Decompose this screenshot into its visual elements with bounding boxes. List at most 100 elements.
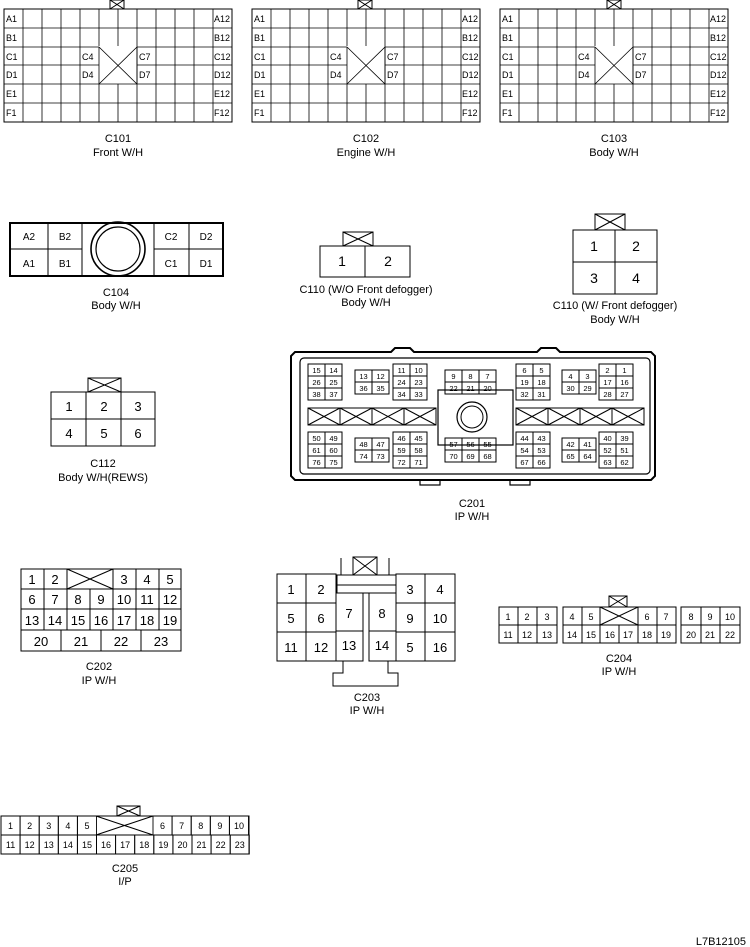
pin-18: 18 bbox=[537, 378, 545, 387]
pin-d7: D7 bbox=[635, 70, 647, 80]
pin-3: 3 bbox=[134, 399, 141, 414]
connector-id-c101: C101 bbox=[105, 133, 131, 145]
pin-d7: D7 bbox=[387, 70, 399, 80]
pin-74: 74 bbox=[359, 452, 367, 461]
pin-12: 12 bbox=[25, 840, 35, 850]
pin-c4: C4 bbox=[82, 52, 94, 62]
pin-2: 2 bbox=[524, 612, 529, 622]
pin-3: 3 bbox=[544, 612, 549, 622]
pin-6: 6 bbox=[134, 426, 141, 441]
pin-1: 1 bbox=[505, 612, 510, 622]
pin-1: 1 bbox=[338, 253, 346, 269]
pin-62: 62 bbox=[620, 458, 628, 467]
pin-49: 49 bbox=[329, 434, 337, 443]
pin-8: 8 bbox=[74, 592, 81, 607]
c201-pin-cell bbox=[532, 387, 551, 401]
c201-pin-cell bbox=[371, 449, 390, 463]
pin-29: 29 bbox=[583, 384, 591, 393]
pin-2: 2 bbox=[384, 253, 392, 269]
pin-8: 8 bbox=[688, 612, 693, 622]
pin-f12: F12 bbox=[710, 108, 726, 118]
pin-46: 46 bbox=[397, 434, 405, 443]
pin-23: 23 bbox=[154, 634, 168, 649]
pin-3: 3 bbox=[590, 270, 598, 286]
pin-d1: D1 bbox=[502, 70, 514, 80]
c201-pin-cell bbox=[615, 387, 634, 401]
pin-6: 6 bbox=[28, 592, 35, 607]
pin-21: 21 bbox=[74, 634, 88, 649]
pin-6: 6 bbox=[160, 821, 165, 831]
pin-16: 16 bbox=[605, 630, 615, 640]
pin-19: 19 bbox=[520, 378, 528, 387]
pin-66: 66 bbox=[537, 458, 545, 467]
pin-e1: E1 bbox=[502, 89, 513, 99]
pin-1: 1 bbox=[28, 572, 35, 587]
c201-pin-cell bbox=[615, 455, 634, 469]
pin-72: 72 bbox=[397, 458, 405, 467]
connector-id-c110-without-defogger: C110 (W/O Front defogger) bbox=[299, 284, 432, 296]
pin-39: 39 bbox=[620, 434, 628, 443]
connector-c103 bbox=[499, 0, 729, 123]
pin-2: 2 bbox=[27, 821, 32, 831]
pin-60: 60 bbox=[329, 446, 337, 455]
pin-1: 1 bbox=[287, 582, 294, 597]
pin-70: 70 bbox=[449, 452, 457, 461]
pin-4: 4 bbox=[143, 572, 150, 587]
pin-22: 22 bbox=[725, 630, 735, 640]
pin-f1: F1 bbox=[502, 108, 513, 118]
pin-68: 68 bbox=[483, 452, 491, 461]
harness-c201: IP W/H bbox=[455, 511, 490, 523]
pin-7: 7 bbox=[485, 372, 489, 381]
pin-16: 16 bbox=[101, 840, 111, 850]
pin-55: 55 bbox=[483, 440, 491, 449]
pin-56: 56 bbox=[466, 440, 474, 449]
c201-pin-cell bbox=[532, 455, 551, 469]
c201-pin-cell bbox=[478, 449, 497, 463]
pin-10: 10 bbox=[234, 821, 244, 831]
pin-13: 13 bbox=[25, 613, 39, 628]
pin-3: 3 bbox=[585, 372, 589, 381]
pin-20: 20 bbox=[686, 630, 696, 640]
pin-43: 43 bbox=[537, 434, 545, 443]
pin-1: 1 bbox=[65, 399, 72, 414]
pin-d1: D1 bbox=[254, 70, 266, 80]
pin-c7: C7 bbox=[387, 52, 399, 62]
pin-12: 12 bbox=[314, 640, 328, 655]
pin-10: 10 bbox=[117, 592, 131, 607]
connector-c201 bbox=[290, 347, 656, 486]
pin-40: 40 bbox=[603, 434, 611, 443]
pin-11: 11 bbox=[140, 592, 154, 607]
pin-4: 4 bbox=[568, 372, 572, 381]
pin-13: 13 bbox=[44, 840, 54, 850]
pin-12: 12 bbox=[376, 372, 384, 381]
connector-id-c205: C205 bbox=[112, 863, 138, 875]
pin-e1: E1 bbox=[254, 89, 265, 99]
pin-b12: B12 bbox=[214, 33, 230, 43]
pin-45: 45 bbox=[414, 434, 422, 443]
pin-30: 30 bbox=[566, 384, 574, 393]
pin-19: 19 bbox=[661, 630, 671, 640]
figure-code: L7B12105 bbox=[696, 936, 746, 947]
pin-20: 20 bbox=[177, 840, 187, 850]
pin-e1: E1 bbox=[6, 89, 17, 99]
harness-c112: Body W/H(REWS) bbox=[58, 472, 148, 484]
pin-41: 41 bbox=[583, 440, 591, 449]
pin-17: 17 bbox=[623, 630, 633, 640]
pin-22: 22 bbox=[216, 840, 226, 850]
pin-a12: A12 bbox=[462, 14, 478, 24]
connector-c110-without-defogger bbox=[319, 231, 411, 278]
pin-20: 20 bbox=[483, 384, 491, 393]
pin-44: 44 bbox=[520, 434, 528, 443]
pin-3: 3 bbox=[406, 582, 413, 597]
pin-33: 33 bbox=[414, 390, 422, 399]
pin-57: 57 bbox=[449, 440, 457, 449]
connector-id-c104: C104 bbox=[103, 287, 129, 299]
pin-19: 19 bbox=[163, 613, 177, 628]
pin-36: 36 bbox=[359, 384, 367, 393]
pin-5: 5 bbox=[588, 612, 593, 622]
pin-8: 8 bbox=[378, 606, 385, 621]
connector-id-c103: C103 bbox=[601, 133, 627, 145]
